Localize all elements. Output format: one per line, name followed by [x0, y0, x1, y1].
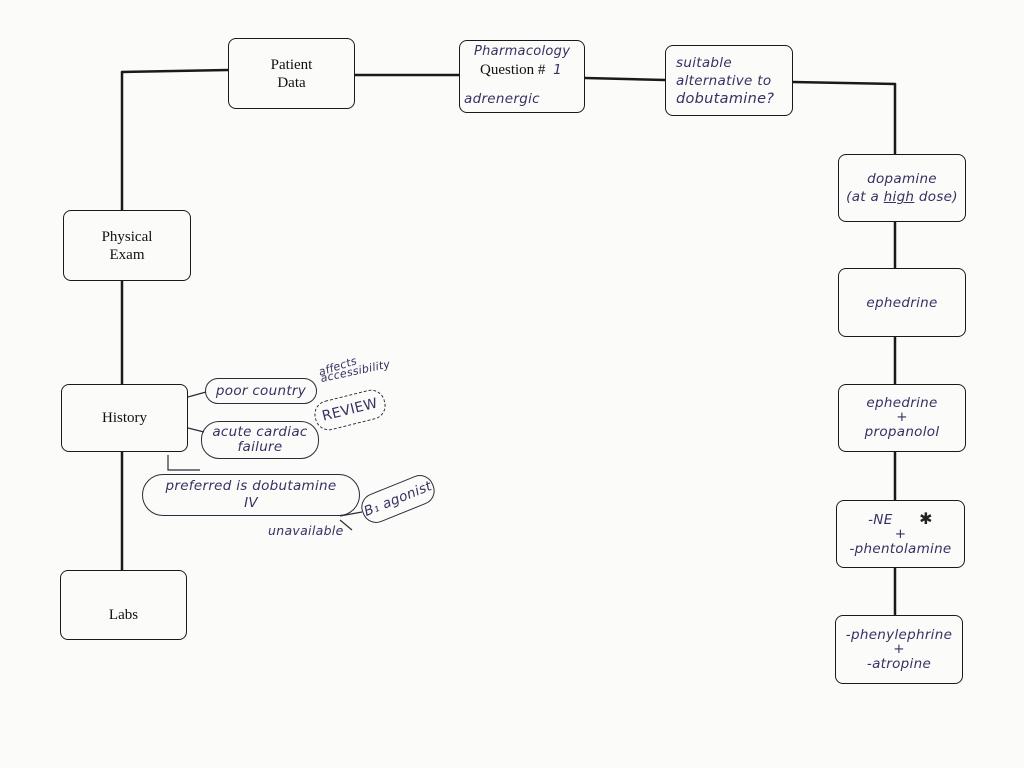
question-box[interactable]: Pharmacology Question # 1 adrenergic [459, 40, 585, 113]
eph-prop-plus: + [896, 408, 908, 425]
note-acute-cardiac[interactable]: acute cardiac failure [201, 421, 319, 459]
ne-line3: -phentolamine [849, 540, 952, 557]
acute-line1: acute cardiac [212, 424, 308, 440]
physical-exam-line1: Physical [101, 228, 153, 245]
prompt-line2: alternative to [676, 72, 772, 89]
dopamine-pre: (at a [846, 189, 884, 205]
eph-prop-line1: ephedrine [866, 394, 938, 411]
prompt-box[interactable]: suitable alternative to dobutamine? [665, 45, 793, 116]
ne-label: -NE [868, 511, 893, 528]
dopamine-line1: dopamine [867, 171, 937, 187]
phenyl-line3: -atropine [866, 655, 932, 672]
patient-data-line1: Patient [270, 56, 313, 73]
option-ephedrine-propanolol-box[interactable]: ephedrine + propanolol [838, 384, 966, 452]
note-preferred-dobutamine[interactable]: preferred is dobutamine IV [142, 474, 360, 516]
prompt-line3: dobutamine? [676, 90, 775, 107]
dopamine-post: dose) [914, 189, 958, 205]
note-poor-country[interactable]: poor country [205, 378, 317, 404]
connector-top [120, 68, 897, 86]
underline-unavailable [339, 519, 353, 531]
history-box[interactable]: History [61, 384, 188, 452]
option-ne-phentolamine-box[interactable]: -NE ✱ + -phentolamine [836, 500, 965, 568]
preferred-line2: IV [244, 495, 258, 511]
phenyl-line1: -phenylephrine [845, 626, 953, 643]
option-ephedrine-box[interactable]: ephedrine [838, 268, 966, 337]
question-label: Question # [480, 62, 546, 78]
option-dopamine-box[interactable]: dopamine (at a high dose) [838, 154, 966, 222]
dopamine-line2: (at a high dose) [846, 188, 958, 206]
labs-label: Labs [108, 607, 139, 623]
ephedrine-label: ephedrine [866, 294, 938, 311]
poor-country-text: poor country [215, 383, 307, 399]
eph-prop-line3: propanolol [864, 423, 940, 440]
question-topic: adrenergic [464, 91, 540, 107]
question-subject: Pharmacology [474, 44, 571, 59]
physical-exam-box[interactable]: Physical Exam [63, 210, 191, 281]
prompt-line1: suitable [676, 54, 732, 71]
physical-exam-line2: Exam [109, 246, 145, 263]
phenyl-plus: + [893, 640, 905, 657]
patient-data-line2: Data [277, 74, 306, 91]
dopamine-high: high [883, 189, 915, 205]
option-phenylephrine-atropine-box[interactable]: -phenylephrine + -atropine [835, 615, 963, 684]
ne-line1: -NE ✱ [868, 508, 933, 528]
preferred-line1: preferred is dobutamine [165, 478, 337, 494]
acute-line2: failure [237, 439, 283, 455]
question-number: 1 [553, 62, 563, 78]
link-history-preferred [167, 455, 200, 471]
review-text: REVIEW [320, 395, 380, 425]
asterisk-icon: ✱ [919, 508, 933, 528]
question-label-row: Question # 1 [480, 61, 562, 79]
patient-data-box[interactable]: Patient Data [228, 38, 355, 109]
history-label: History [102, 410, 147, 426]
link-history-poor [187, 391, 207, 398]
ne-plus: + [894, 525, 907, 542]
note-unavailable: unavailable [268, 523, 344, 538]
labs-box[interactable]: Labs [60, 570, 187, 640]
